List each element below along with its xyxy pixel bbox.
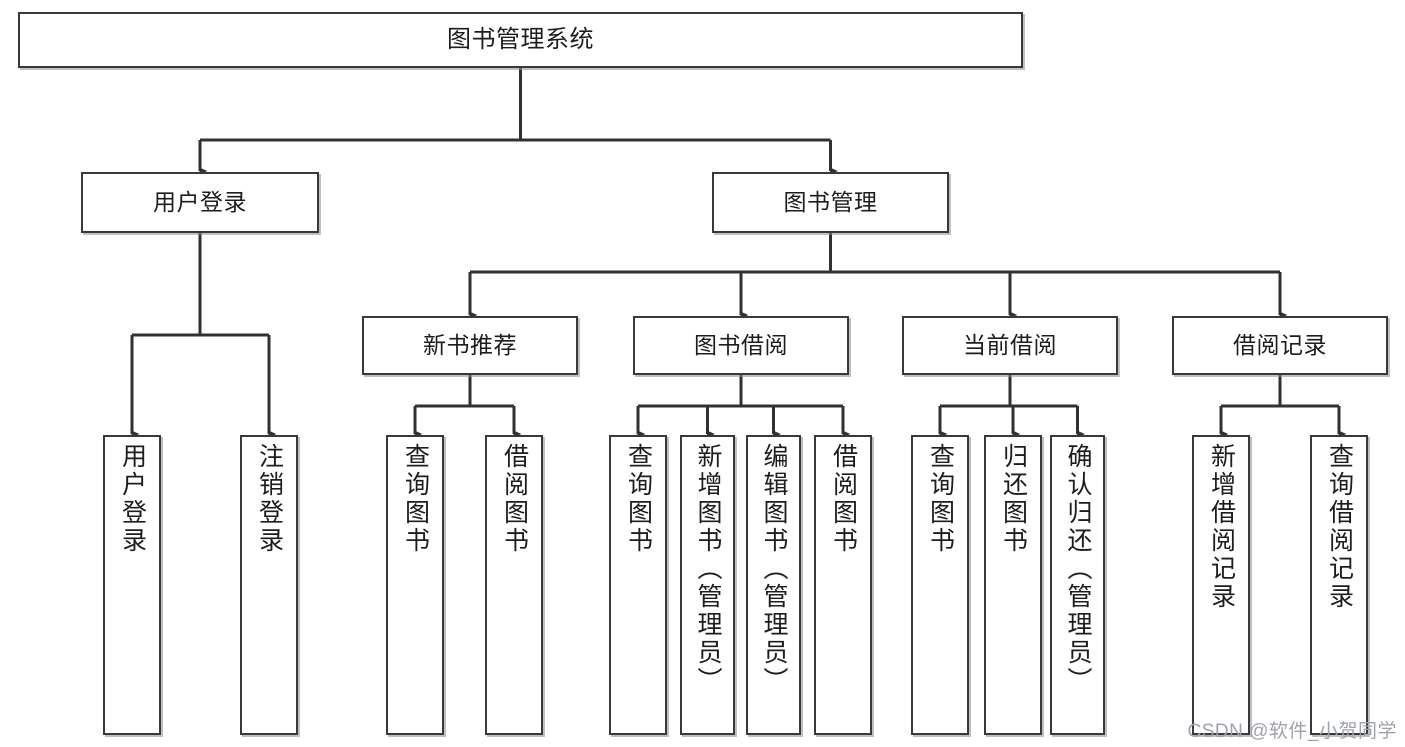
watermark-text: CSDN @软件_小贺同学 <box>1187 721 1397 742</box>
node-leaf-cur-return-book[interactable]: 归还图书 <box>984 435 1042 735</box>
node-label-borrow-record: 借阅记录 <box>1233 331 1327 358</box>
node-book-manage[interactable]: 图书管理 <box>712 172 949 233</box>
node-label-leaf-user-login: 用户登录 <box>118 443 147 555</box>
node-leaf-user-login[interactable]: 用户登录 <box>103 435 161 735</box>
node-label-user-login: 用户登录 <box>153 188 247 215</box>
node-user-login[interactable]: 用户登录 <box>81 172 319 233</box>
node-new-book-rec[interactable]: 新书推荐 <box>362 316 578 375</box>
node-label-leaf-cur-return-book: 归还图书 <box>999 443 1028 555</box>
node-label-book-manage: 图书管理 <box>783 188 878 215</box>
node-label-leaf-borrow-edit-book: 编辑图书（管理员） <box>760 443 788 695</box>
node-root[interactable]: 图书管理系统 <box>18 12 1023 68</box>
node-label-leaf-rec-add-record: 新增借阅记录 <box>1207 443 1236 611</box>
node-label-new-book-rec: 新书推荐 <box>423 331 517 358</box>
node-leaf-borrow-edit-book[interactable]: 编辑图书（管理员） <box>746 435 801 735</box>
node-label-root: 图书管理系统 <box>447 25 594 53</box>
node-leaf-borrow-borrow-book[interactable]: 借阅图书 <box>814 435 872 735</box>
node-label-current-borrow: 当前借阅 <box>963 331 1057 358</box>
node-label-leaf-borrow-borrow-book: 借阅图书 <box>829 443 858 555</box>
node-label-leaf-cur-confirm-return: 确认归还（管理员） <box>1064 443 1092 695</box>
node-leaf-rec-query-book[interactable]: 查询图书 <box>386 435 444 735</box>
node-label-leaf-cur-query-book: 查询图书 <box>926 443 955 555</box>
node-label-leaf-borrow-query-book: 查询图书 <box>624 443 653 555</box>
node-label-leaf-rec-query-record: 查询借阅记录 <box>1325 443 1354 611</box>
node-label-leaf-rec-borrow-book: 借阅图书 <box>500 443 529 555</box>
node-leaf-borrow-query-book[interactable]: 查询图书 <box>609 435 667 735</box>
node-current-borrow[interactable]: 当前借阅 <box>902 316 1118 375</box>
node-label-book-borrow: 图书借阅 <box>694 331 788 358</box>
node-leaf-user-logout[interactable]: 注销登录 <box>240 435 298 735</box>
node-leaf-rec-borrow-book[interactable]: 借阅图书 <box>485 435 543 735</box>
node-label-leaf-rec-query-book: 查询图书 <box>401 443 430 555</box>
node-leaf-borrow-add-book[interactable]: 新增图书（管理员） <box>680 435 735 735</box>
node-label-leaf-borrow-add-book: 新增图书（管理员） <box>694 443 722 695</box>
node-leaf-rec-add-record[interactable]: 新增借阅记录 <box>1192 435 1250 735</box>
node-borrow-record[interactable]: 借阅记录 <box>1172 316 1388 375</box>
node-leaf-cur-query-book[interactable]: 查询图书 <box>911 435 969 735</box>
node-label-leaf-user-logout: 注销登录 <box>255 443 284 555</box>
node-book-borrow[interactable]: 图书借阅 <box>633 316 849 375</box>
node-leaf-cur-confirm-return[interactable]: 确认归还（管理员） <box>1050 435 1105 735</box>
node-leaf-rec-query-record[interactable]: 查询借阅记录 <box>1310 435 1368 735</box>
